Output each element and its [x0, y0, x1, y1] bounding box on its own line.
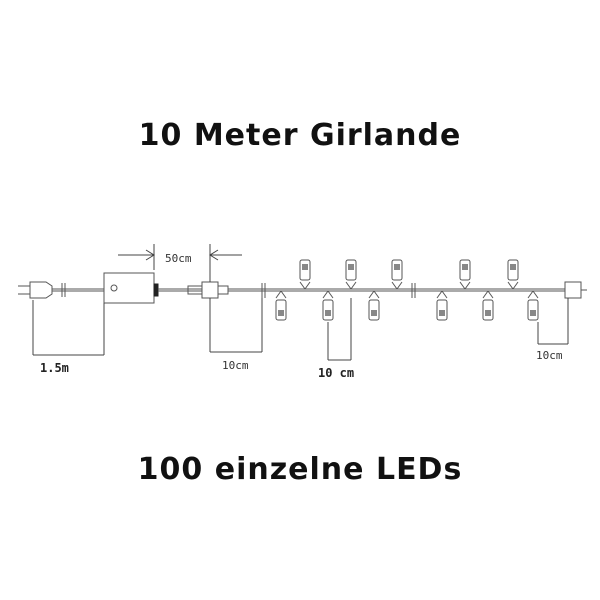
led-up-2	[345, 259, 357, 290]
led-down-4	[436, 290, 448, 321]
end-cap-icon	[564, 281, 582, 299]
led-down-6	[527, 290, 539, 321]
led-down-3	[368, 290, 380, 321]
label-controller-gap: 50cm	[165, 252, 192, 265]
label-led-spacing: 10 cm	[318, 366, 354, 380]
plug-icon	[18, 281, 53, 299]
led-up-3	[391, 259, 403, 290]
led-up-5	[507, 259, 519, 290]
led-up-4	[459, 259, 471, 290]
label-end-spacing: 10cm	[536, 349, 563, 362]
dimension-controller-gap	[118, 244, 242, 282]
connector-icon	[187, 281, 229, 299]
controller-button-icon	[110, 284, 118, 292]
led-down-1	[275, 290, 287, 321]
label-start-spacing: 10cm	[222, 359, 249, 372]
diagram-subtitle: 100 einzelne LEDs	[137, 452, 463, 487]
led-down-5	[482, 290, 494, 321]
dimension-lead-cable	[32, 300, 105, 356]
dimension-end-spacing	[537, 298, 569, 345]
led-up-1	[299, 259, 311, 290]
dimension-led-spacing	[327, 298, 352, 361]
dimension-start-spacing	[209, 298, 263, 353]
label-lead-cable: 1.5m	[40, 361, 69, 375]
diagram-title: 10 Meter Girlande	[138, 118, 462, 153]
led-down-2	[322, 290, 334, 321]
